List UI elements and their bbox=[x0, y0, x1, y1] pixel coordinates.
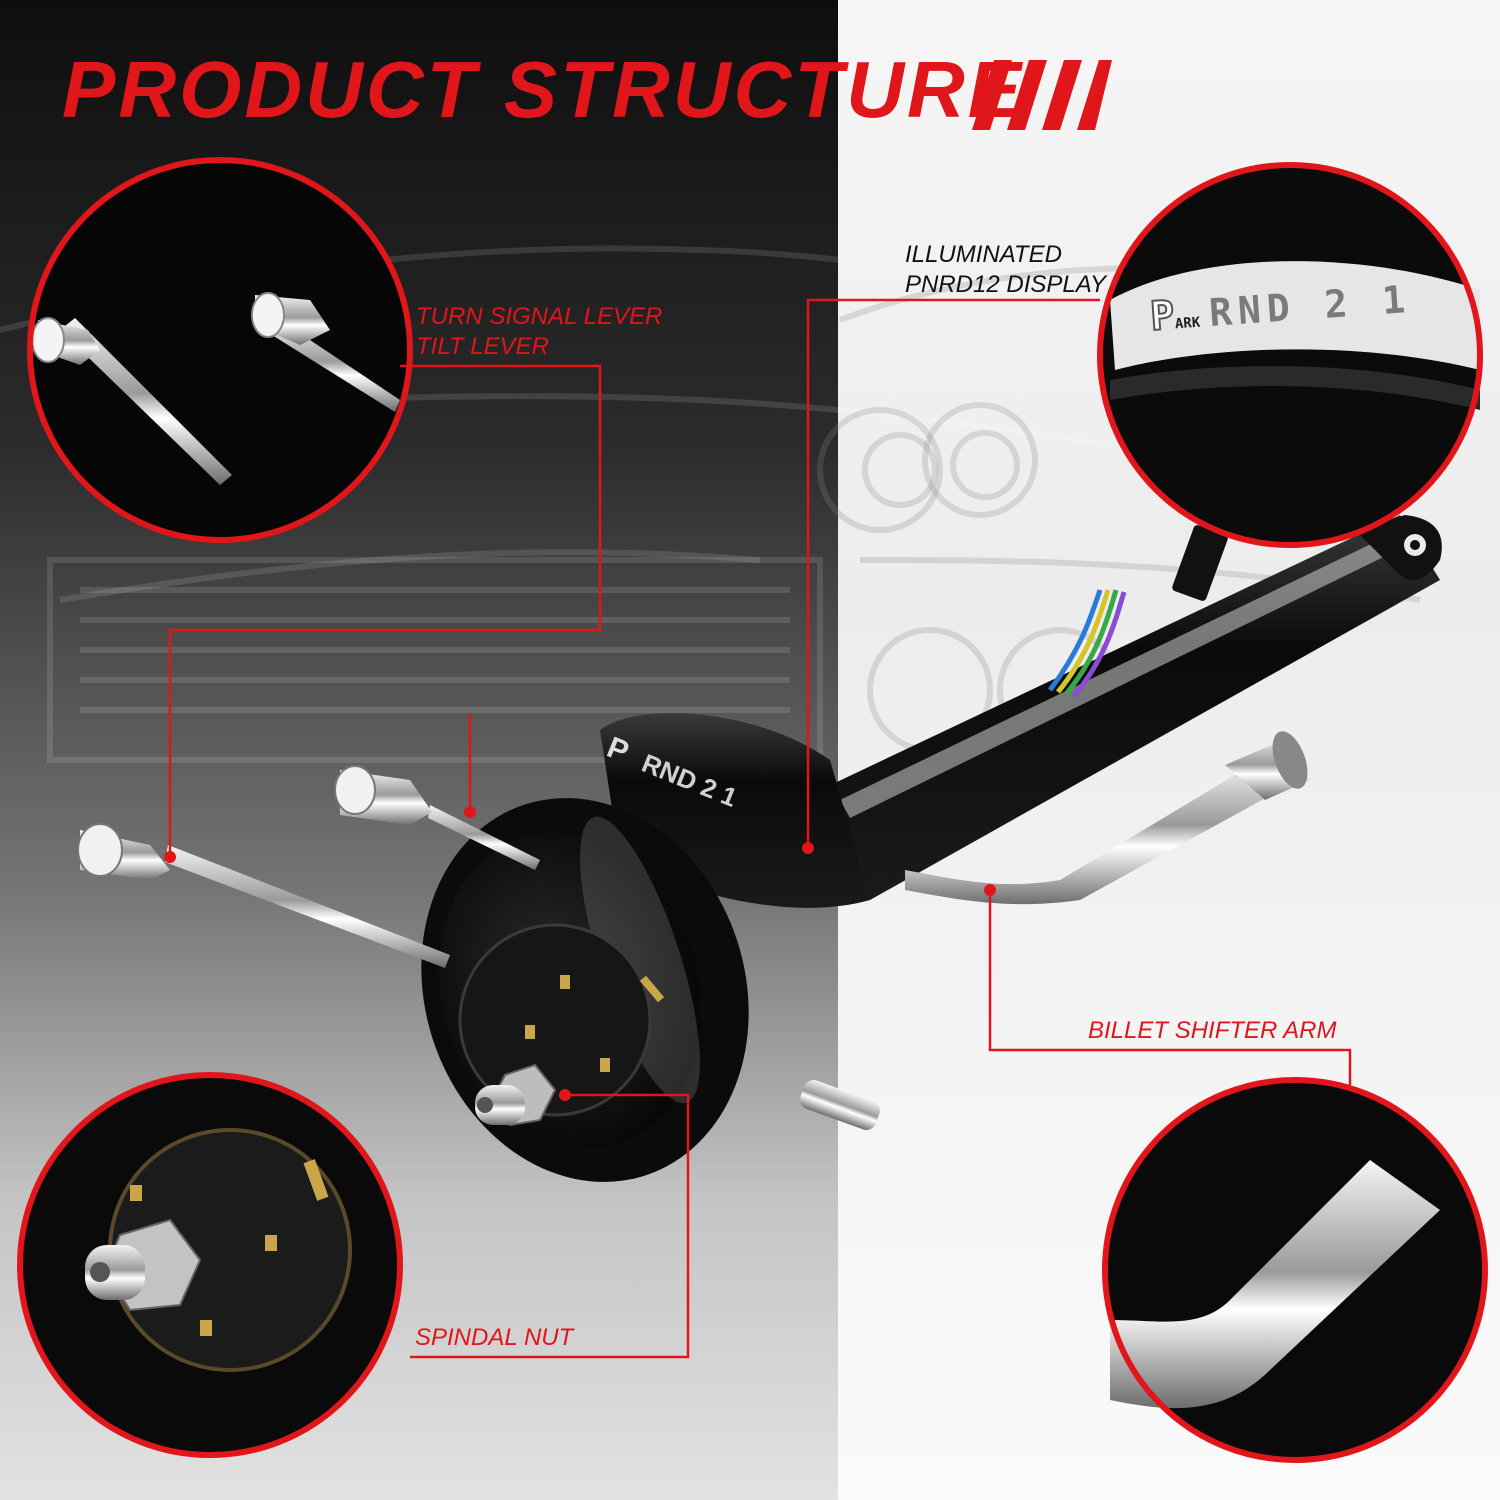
billet-shifter-arm-label: BILLET SHIFTER ARM bbox=[1088, 1017, 1337, 1044]
indicator-park-rest: ARK bbox=[1174, 314, 1201, 333]
callout-illuminated-display: ILLUMINATED PNRD12 DISPLAY bbox=[905, 240, 1106, 300]
callout-turn-signal-lever: TURN SIGNAL LEVER TILT LEVER bbox=[416, 302, 662, 362]
spindal-nut-label: SPINDAL NUT bbox=[415, 1324, 574, 1351]
title-slash-decoration bbox=[972, 60, 1112, 130]
tilt-lever-label: TILT LEVER bbox=[416, 333, 549, 360]
illuminated-label: ILLUMINATED bbox=[905, 241, 1062, 268]
indicator-park-letter: P bbox=[1148, 291, 1177, 341]
pnrd12-display-label: PNRD12 DISPLAY bbox=[905, 271, 1106, 298]
callout-spindal-nut: SPINDAL NUT bbox=[415, 1323, 573, 1353]
turn-signal-lever-label: TURN SIGNAL LEVER bbox=[416, 303, 663, 330]
callout-billet-shifter-arm: BILLET SHIFTER ARM bbox=[1088, 1016, 1336, 1046]
page-title: PRODUCT STRUCTURE bbox=[62, 45, 1025, 134]
